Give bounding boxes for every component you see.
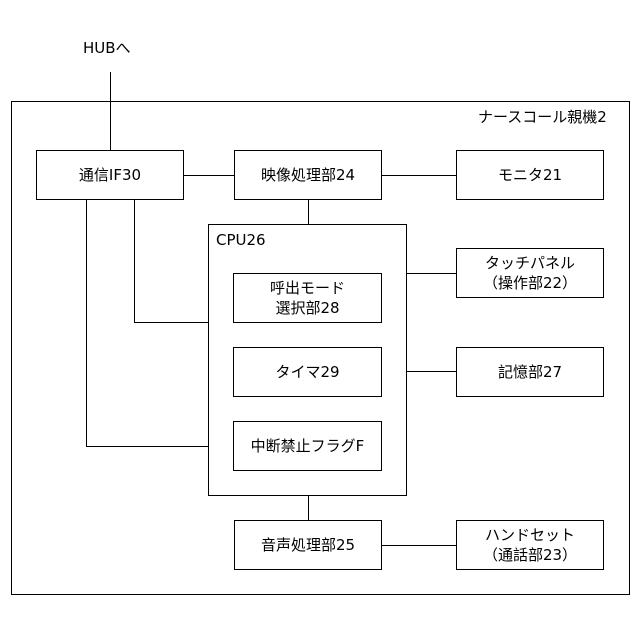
cpu-label: CPU26 — [216, 233, 266, 248]
comm-if-block: 通信IF30 — [36, 150, 184, 200]
parent-unit-label: ナースコール親機2 — [478, 110, 607, 125]
video-processing-block: 映像処理部24 — [234, 150, 382, 200]
touch-panel-block: タッチパネル （操作部22） — [456, 248, 604, 298]
call-mode-selection-block: 呼出モード 選択部28 — [233, 273, 382, 323]
storage-block: 記憶部27 — [456, 347, 604, 397]
hub-label: HUBへ — [83, 41, 131, 56]
timer-block: タイマ29 — [233, 347, 382, 397]
interrupt-prohibit-flag-block: 中断禁止フラグF — [233, 421, 382, 471]
monitor-block: モニタ21 — [456, 150, 604, 200]
audio-processing-block: 音声処理部25 — [234, 520, 382, 570]
handset-block: ハンドセット （通話部23） — [456, 520, 604, 570]
